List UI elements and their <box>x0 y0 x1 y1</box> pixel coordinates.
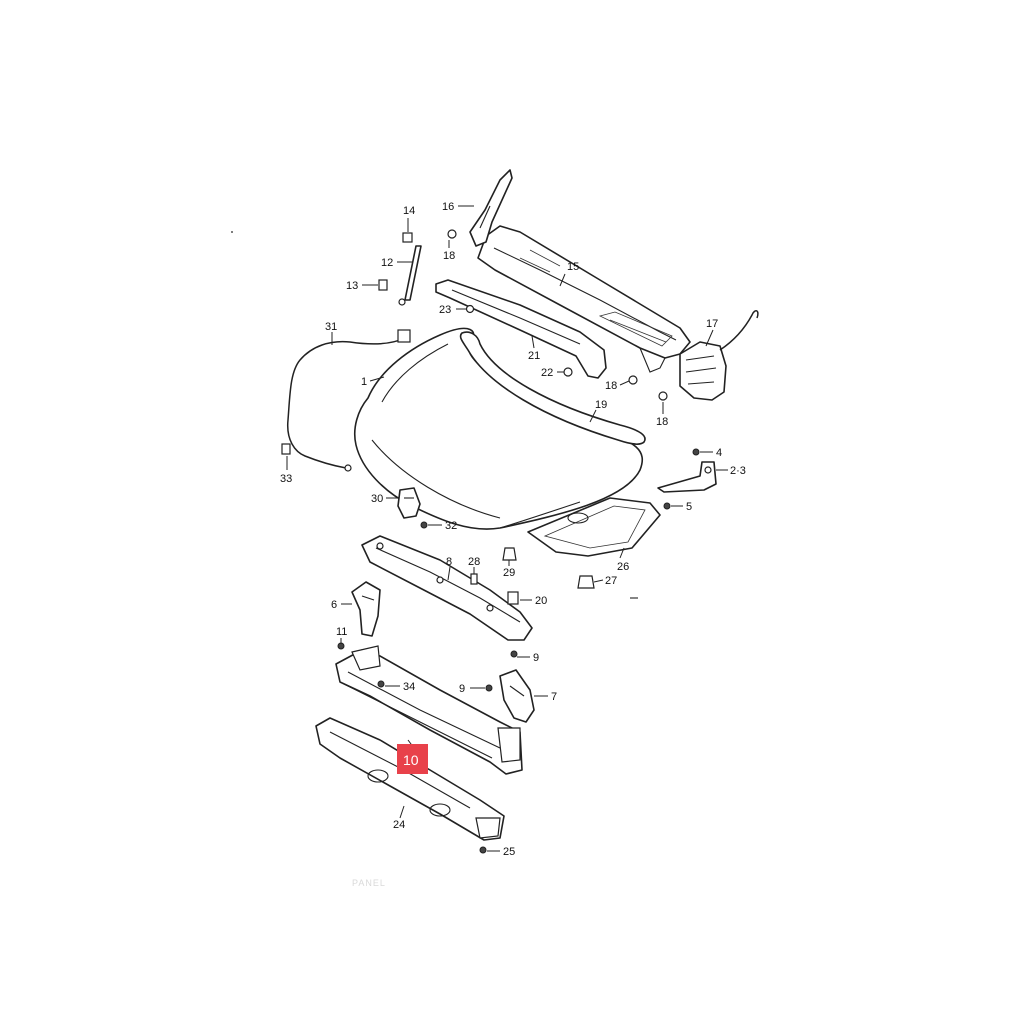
callout-20: 20 <box>535 595 547 607</box>
callout-8: 8 <box>446 556 452 568</box>
callout-34: 34 <box>403 681 415 693</box>
callout-19: 19 <box>595 399 607 411</box>
spacer-28 <box>470 573 478 585</box>
speck-mark <box>231 231 233 233</box>
callout-2-3: 2·3 <box>730 465 746 477</box>
callout-27: 27 <box>605 575 617 587</box>
callout-22: 22 <box>541 367 553 379</box>
callout-1: 1 <box>361 376 367 388</box>
clip-29 <box>502 547 517 561</box>
hood-hinge <box>657 461 717 493</box>
bolt-9a <box>510 650 518 658</box>
callout-16: 16 <box>442 201 454 213</box>
callout-28: 28 <box>468 556 480 568</box>
bolt-5 <box>663 502 671 510</box>
fasteners <box>281 229 700 854</box>
callout-9a: 9 <box>533 652 539 664</box>
callout-10: 10 <box>403 752 419 768</box>
hood-insulator <box>527 497 661 557</box>
clip-27 <box>577 575 595 589</box>
nut-18c <box>658 391 668 401</box>
callout-32: 32 <box>445 520 457 532</box>
bolt-32 <box>420 521 428 529</box>
callout-31: 31 <box>325 321 337 333</box>
radiator-support-upper <box>361 535 533 641</box>
callout-10-highlight[interactable]: 10 <box>397 744 428 774</box>
highlight-box <box>397 744 428 774</box>
hood-seal-strip <box>459 331 646 445</box>
hood-release-cable <box>286 329 411 472</box>
callout-24: 24 <box>393 819 405 831</box>
callout-14: 14 <box>403 205 415 217</box>
watermark-text: PANEL <box>352 878 386 888</box>
bracket-left <box>351 581 381 637</box>
callout-4: 4 <box>716 447 722 459</box>
bracket-right <box>499 669 535 723</box>
callout-6: 6 <box>331 599 337 611</box>
callout-15: 15 <box>567 261 579 273</box>
callout-18b: 18 <box>605 380 617 392</box>
callout-18a: 18 <box>443 250 455 262</box>
callout-5: 5 <box>686 501 692 513</box>
nut-18b <box>628 375 638 385</box>
cowl-seal <box>435 279 607 379</box>
bolt-34 <box>377 680 385 688</box>
callout-labels: 14 12 13 16 18 15 23 21 22 17 18 18 31 1… <box>280 201 746 858</box>
clip-14 <box>402 232 413 243</box>
callout-23: 23 <box>439 304 451 316</box>
callout-29: 29 <box>503 567 515 579</box>
wiper-motor <box>679 310 759 401</box>
callout-21: 21 <box>528 350 540 362</box>
wiper-arm-left <box>469 169 513 247</box>
bolt-25 <box>479 846 487 854</box>
hood-latch <box>397 487 421 519</box>
nut-23 <box>465 304 475 314</box>
hood-panel <box>353 327 644 530</box>
bolt-9b <box>485 684 493 692</box>
callout-30: 30 <box>371 493 383 505</box>
callout-17: 17 <box>706 318 718 330</box>
callout-12: 12 <box>381 257 393 269</box>
callout-33: 33 <box>280 473 292 485</box>
bushing-20 <box>507 591 519 605</box>
bolt-4 <box>692 448 700 456</box>
clip-22 <box>563 367 573 377</box>
leader-lines <box>286 205 728 852</box>
callout-13: 13 <box>346 280 358 292</box>
clip-13 <box>378 279 388 291</box>
callout-26: 26 <box>617 561 629 573</box>
callout-25: 25 <box>503 846 515 858</box>
callout-9b: 9 <box>459 683 465 695</box>
callout-11: 11 <box>336 626 347 638</box>
clip-33 <box>281 443 291 455</box>
nut-18a <box>447 229 457 239</box>
hood-support-rod <box>398 245 422 306</box>
callout-7: 7 <box>551 691 557 703</box>
callout-18c: 18 <box>656 416 668 428</box>
